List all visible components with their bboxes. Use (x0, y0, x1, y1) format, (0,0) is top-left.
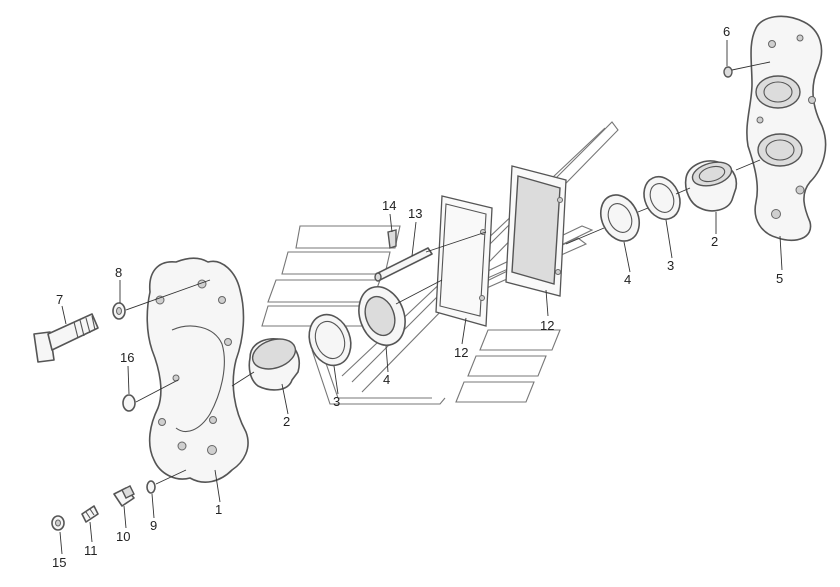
callout-part-16: 16 (120, 350, 134, 365)
callout-part-13: 13 (408, 206, 422, 221)
caliper-half-left (146, 257, 249, 483)
caliper-half-right (746, 15, 827, 242)
bolt-washer (112, 302, 126, 320)
dust-boot-right (599, 194, 641, 242)
callout-part-7: 7 (56, 292, 63, 307)
plug-right (723, 66, 733, 78)
callout-part-2-right: 2 (711, 234, 718, 249)
piston-right (684, 160, 738, 212)
callout-part-1: 1 (215, 502, 222, 517)
callout-labels: 1 2 2 3 3 4 4 5 6 7 8 9 10 11 15 12 12 1… (52, 24, 783, 570)
callout-part-6: 6 (723, 24, 730, 39)
bleeder-adapter (113, 485, 135, 507)
callout-leaders (59, 40, 783, 555)
dust-boot-left (358, 286, 406, 346)
callout-part-4-left: 4 (383, 372, 390, 387)
pad-pin (374, 247, 433, 282)
callout-part-3-right: 3 (667, 258, 674, 273)
dust-cap (122, 394, 136, 412)
caliper-bolt (33, 313, 99, 363)
seal-ring-left (308, 313, 352, 367)
callout-part-8: 8 (115, 265, 122, 280)
brake-pad-right (505, 165, 567, 297)
bleeder-screw (81, 505, 99, 523)
callout-part-15: 15 (52, 555, 66, 570)
callout-part-4-right: 4 (624, 272, 631, 287)
brake-pad-left (435, 195, 493, 327)
callout-part-12-left: 12 (454, 345, 468, 360)
seal-ring-right (643, 176, 681, 220)
bleeder-washer (146, 480, 156, 494)
callout-part-9: 9 (150, 518, 157, 533)
callout-part-11: 11 (84, 543, 98, 558)
callout-part-14: 14 (382, 198, 396, 213)
pin-clip (387, 229, 397, 249)
assembly-axis-lines (125, 61, 771, 485)
callout-part-2-left: 2 (283, 414, 290, 429)
callout-part-5: 5 (776, 271, 783, 286)
callout-part-3-left: 3 (333, 394, 340, 409)
callout-part-12-right: 12 (540, 318, 554, 333)
piston-left (248, 338, 300, 391)
callout-part-10: 10 (116, 529, 130, 544)
bleeder-cap (51, 515, 65, 531)
